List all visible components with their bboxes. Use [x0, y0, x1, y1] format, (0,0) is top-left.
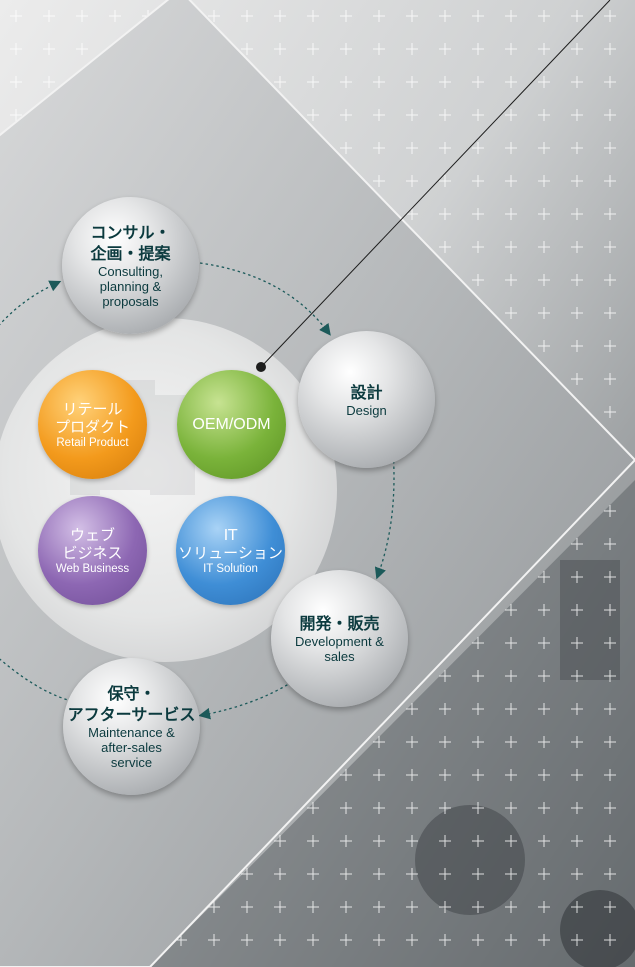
- web-en: Web Business: [55, 562, 130, 575]
- development-ja-line-1: 開発・販売: [299, 614, 380, 633]
- oem-odm-circle: OEM/ODM: [177, 370, 286, 479]
- maintenance-node: 保守・ アフターサービス Maintenance & after-sales s…: [63, 658, 200, 795]
- consulting-en-line-3: proposals: [102, 294, 159, 309]
- consulting-ja-line-2: 企画・提案: [90, 244, 171, 263]
- it-solution-circle: IT ソリューション IT Solution: [176, 496, 285, 605]
- consulting-ja-line-1: コンサル・: [90, 223, 171, 242]
- retail-en: Retail Product: [56, 436, 129, 449]
- it-ja-line-2: ソリューション: [178, 543, 283, 562]
- consulting-en-line-1: Consulting,: [97, 264, 164, 279]
- oem-odm-label: OEM/ODM: [192, 415, 271, 433]
- web-ja-line-2: ビジネス: [62, 543, 123, 562]
- development-node: 開発・販売 Development & sales: [271, 570, 408, 707]
- design-node: 設計 Design: [298, 331, 435, 468]
- web-business-circle: ウェブ ビジネス Web Business: [38, 496, 147, 605]
- consulting-en-line-2: planning &: [99, 279, 162, 294]
- maintenance-ja-line-2: アフターサービス: [67, 705, 196, 724]
- design-ja-line-1: 設計: [350, 382, 383, 402]
- retail-product-circle: リテール プロダクト Retail Product: [38, 370, 147, 479]
- it-en: IT Solution: [203, 562, 258, 575]
- maintenance-en-line-1: Maintenance &: [88, 725, 175, 740]
- retail-ja-line-2: プロダクト: [54, 417, 130, 436]
- maintenance-ja-line-1: 保守・: [107, 684, 156, 703]
- retail-ja-line-1: リテール: [62, 399, 123, 418]
- development-en-line-2: sales: [324, 649, 355, 664]
- development-en-line-1: Development &: [295, 634, 384, 649]
- maintenance-en-line-3: service: [110, 755, 153, 770]
- maintenance-en-line-2: after-sales: [101, 740, 162, 755]
- web-ja-line-1: ウェブ: [69, 525, 115, 544]
- design-en-line-1: Design: [346, 402, 387, 418]
- it-ja-line-1: IT: [223, 525, 238, 544]
- consulting-node: コンサル・ 企画・提案 Consulting, planning & propo…: [62, 197, 199, 334]
